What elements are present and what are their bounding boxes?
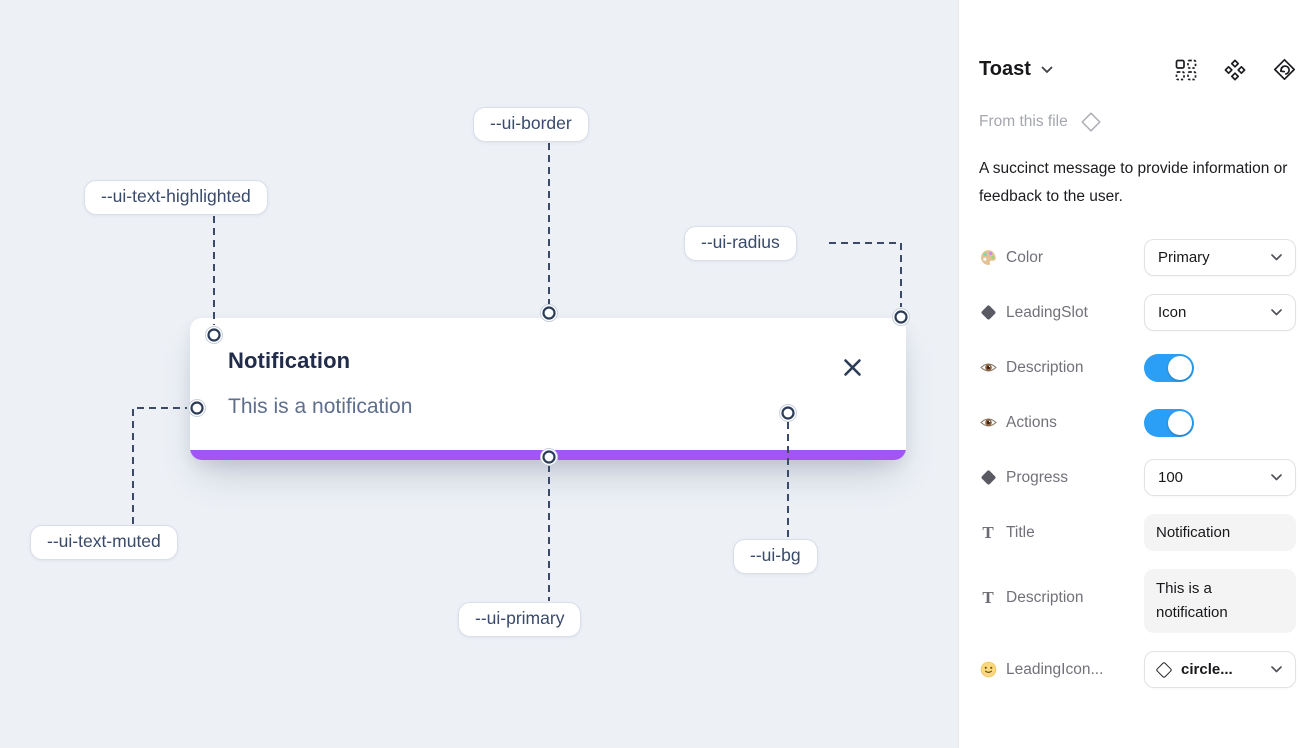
source-row: From this file	[979, 111, 1296, 133]
var-pill-ui-primary[interactable]: --ui-primary	[458, 602, 582, 637]
eye-icon	[979, 359, 997, 377]
prop-row-description-text: T Description This is a notification	[979, 569, 1296, 633]
description-field[interactable]: This is a notification	[1144, 569, 1296, 633]
source-label: From this file	[979, 113, 1068, 130]
prop-label: Description	[1006, 589, 1084, 606]
prop-label: Progress	[1006, 468, 1069, 486]
chevron-down-icon[interactable]	[1041, 66, 1053, 74]
diamond-icon	[979, 304, 997, 322]
leadingslot-dropdown[interactable]: Icon	[1144, 294, 1296, 331]
chevron-down-icon	[1271, 474, 1282, 481]
component-title: Toast	[979, 58, 1031, 80]
prop-row-title: T Title Notification	[979, 514, 1296, 551]
component-description: A succinct message to provide informatio…	[979, 160, 1288, 205]
prop-row-actions-toggle: Actions	[979, 404, 1296, 441]
var-pill-ui-bg[interactable]: --ui-bg	[733, 539, 818, 574]
prop-label: LeadingIcon...	[1006, 660, 1104, 678]
smiley-icon	[979, 661, 997, 679]
prop-row-description-toggle: Description	[979, 349, 1296, 386]
prop-label: Title	[1006, 523, 1035, 541]
prop-row-color: Color Primary	[979, 239, 1296, 276]
leadingicon-dropdown[interactable]: circle...	[1144, 651, 1296, 688]
description-toggle[interactable]	[1144, 353, 1194, 382]
actions-toggle[interactable]	[1144, 408, 1194, 437]
progress-dropdown[interactable]: 100	[1144, 459, 1296, 496]
color-dropdown[interactable]: Primary	[1144, 239, 1296, 276]
prop-row-progress: Progress 100	[979, 459, 1296, 496]
design-canvas[interactable]: Notification This is a notification	[0, 0, 958, 748]
chevron-down-icon	[1271, 254, 1282, 261]
component-diamond-icon	[1081, 112, 1101, 132]
eye-icon	[979, 414, 997, 432]
diamond-icon	[979, 469, 997, 487]
chevron-down-icon	[1271, 666, 1282, 673]
toast-progress-bar	[190, 450, 906, 460]
prop-row-leadingslot: LeadingSlot Icon	[979, 294, 1296, 331]
prop-label: Actions	[1006, 413, 1057, 431]
insert-grid-icon[interactable]	[1175, 59, 1197, 81]
swap-instance-icon[interactable]	[1273, 58, 1296, 81]
property-list: Color Primary LeadingSlot Icon	[979, 239, 1296, 706]
prop-row-leadingicon: LeadingIcon... circle...	[979, 651, 1296, 688]
var-pill-ui-border[interactable]: --ui-border	[473, 107, 589, 142]
toast-component-preview[interactable]: Notification This is a notification	[190, 318, 906, 460]
components-icon[interactable]	[1224, 59, 1246, 81]
prop-label: LeadingSlot	[1006, 303, 1088, 321]
close-icon[interactable]	[842, 357, 862, 377]
properties-panel: Toast	[958, 0, 1312, 748]
prop-label: Description	[1006, 358, 1084, 376]
diamond-outline-icon	[1155, 661, 1173, 678]
text-icon: T	[982, 522, 994, 542]
toast-description: This is a notification	[228, 395, 413, 418]
var-pill-ui-radius[interactable]: --ui-radius	[684, 226, 797, 261]
toast-title: Notification	[228, 348, 351, 373]
panel-header: Toast	[979, 58, 1296, 81]
palette-icon	[979, 249, 997, 267]
chevron-down-icon	[1271, 309, 1282, 316]
text-icon: T	[982, 588, 994, 607]
var-pill-ui-text-highlighted[interactable]: --ui-text-highlighted	[84, 180, 268, 215]
var-pill-ui-text-muted[interactable]: --ui-text-muted	[30, 525, 178, 560]
prop-label: Color	[1006, 248, 1044, 266]
title-field[interactable]: Notification	[1144, 514, 1296, 551]
